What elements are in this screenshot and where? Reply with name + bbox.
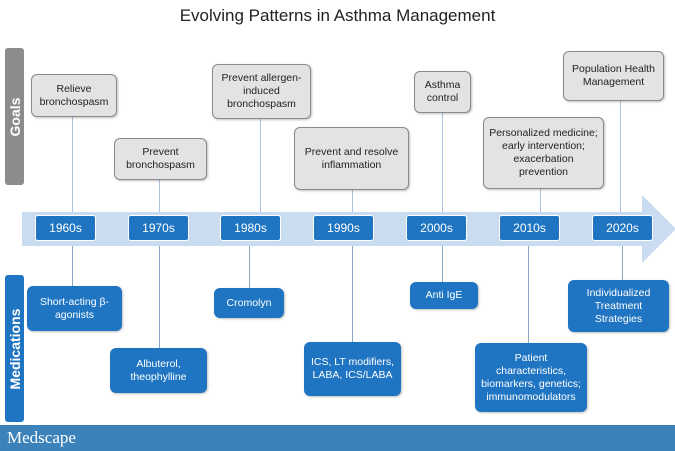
connector-line xyxy=(442,246,443,282)
connector-line xyxy=(260,119,261,212)
medications-label: Medications xyxy=(5,275,24,422)
connector-line xyxy=(159,246,160,348)
goal-box: Relieve bronchospasm xyxy=(31,74,117,117)
goal-box: Prevent allergen-induced bronchospasm xyxy=(212,64,311,119)
goal-box: Personalized medicine; early interventio… xyxy=(483,117,604,189)
medication-box: Patient characteristics, biomarkers, gen… xyxy=(475,343,587,412)
medication-box: Albuterol, theophylline xyxy=(110,348,207,393)
medication-box: Cromolyn xyxy=(214,288,284,318)
diagram-title: Evolving Patterns in Asthma Management xyxy=(179,6,496,25)
goal-box: Prevent bronchospasm xyxy=(114,138,207,180)
connector-line xyxy=(528,246,529,343)
connector-line xyxy=(72,117,73,212)
connector-line xyxy=(442,113,443,212)
goal-box: Prevent and resolve inflammation xyxy=(294,127,409,190)
medscape-logo: Medscape xyxy=(7,428,76,447)
goals-label: Goals xyxy=(5,48,24,185)
decade-marker: 1980s xyxy=(220,215,281,241)
decade-marker: 1970s xyxy=(128,215,189,241)
decade-marker: 1960s xyxy=(35,215,96,241)
medication-box: Anti IgE xyxy=(410,282,478,309)
connector-line xyxy=(159,180,160,212)
connector-line xyxy=(72,246,73,286)
connector-line xyxy=(352,190,353,212)
decade-marker: 2010s xyxy=(499,215,560,241)
decade-marker: 1990s xyxy=(313,215,374,241)
medication-box: ICS, LT modifiers, LABA, ICS/LABA xyxy=(304,342,401,396)
footer-bar: Medscape xyxy=(0,425,675,451)
decade-marker: 2020s xyxy=(592,215,653,241)
goal-box: Population Health Management xyxy=(563,51,664,101)
goal-box: Asthma control xyxy=(414,71,471,113)
medication-box: Short-acting β-agonists xyxy=(27,286,122,331)
connector-line xyxy=(540,189,541,212)
medication-box: Individualized Treatment Strategies xyxy=(568,280,669,332)
connector-line xyxy=(622,246,623,280)
decade-marker: 2000s xyxy=(406,215,467,241)
connector-line xyxy=(249,246,250,288)
connector-line xyxy=(620,101,621,212)
connector-line xyxy=(352,246,353,342)
